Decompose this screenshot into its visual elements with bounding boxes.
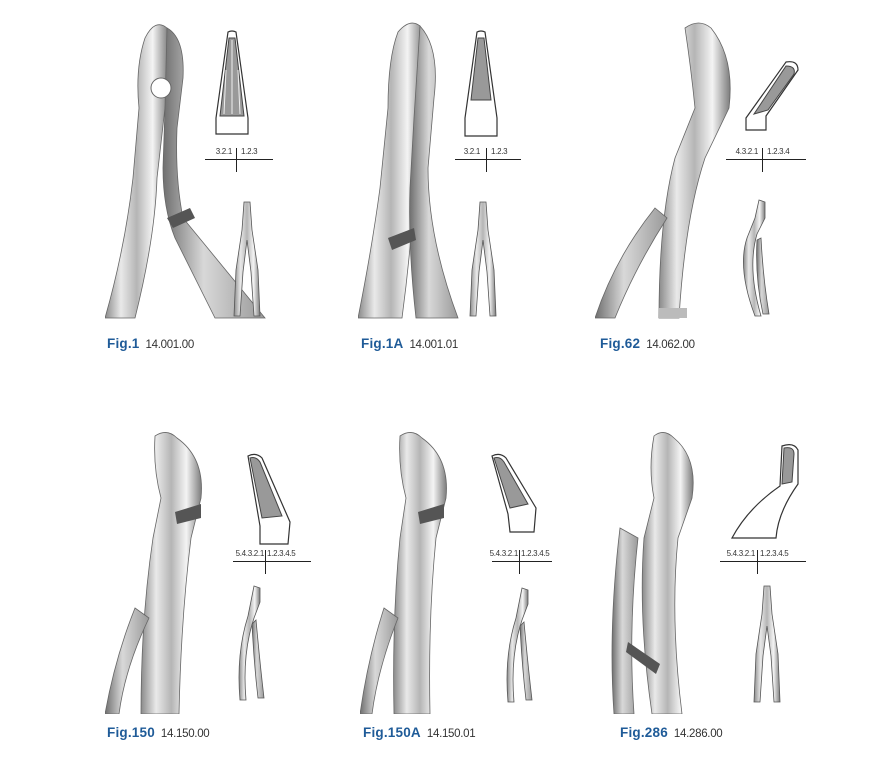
scale-right-label: 1.2.3 bbox=[241, 147, 258, 156]
forceps-thumbnail bbox=[743, 199, 770, 317]
tooth-position-scale: 5.4.3.2.1 1.2.3.4.5 bbox=[489, 549, 552, 574]
scale-left-label: 4.3.2.1 bbox=[735, 147, 759, 156]
product-code: 14.286.00 bbox=[673, 728, 723, 740]
scale-left-label: 5.4.3.2.1 bbox=[235, 549, 265, 558]
forceps-large-image bbox=[105, 24, 266, 319]
figure-label: Fig.1 bbox=[107, 336, 140, 351]
scale-right-label: 1.2.3.4.5 bbox=[760, 549, 789, 558]
product-code: 14.062.00 bbox=[646, 339, 695, 351]
product-code: 14.150.01 bbox=[426, 728, 476, 740]
figure-label: Fig.150A bbox=[363, 725, 421, 740]
figure-label: Fig.286 bbox=[620, 725, 668, 740]
tooth-position-scale: 4.3.2.1 1.2.3.4 bbox=[726, 147, 806, 172]
forceps-large-image bbox=[611, 432, 694, 714]
tooth-position-scale: 5.4.3.2.1 1.2.3.4.5 bbox=[233, 549, 311, 574]
forceps-large-image bbox=[360, 432, 447, 714]
scale-left-label: 3.2.1 bbox=[215, 147, 233, 156]
product-code: 14.150.00 bbox=[160, 728, 210, 740]
jaw-profile-diagram bbox=[215, 30, 249, 135]
tooth-position-scale: 5.4.3.2.1 1.2.3.4.5 bbox=[720, 549, 806, 574]
forceps-thumbnail bbox=[753, 585, 781, 703]
scale-left-label: 5.4.3.2.1 bbox=[489, 549, 519, 558]
jaw-profile-diagram bbox=[730, 444, 799, 539]
scale-right-label: 1.2.3.4.5 bbox=[521, 549, 550, 558]
forceps-large-image bbox=[595, 22, 731, 319]
tooth-position-scale: 3.2.1 1.2.3 bbox=[205, 147, 273, 172]
product-code: 14.001.01 bbox=[409, 339, 458, 351]
forceps-large-image bbox=[105, 432, 202, 714]
scale-right-label: 1.2.3 bbox=[491, 147, 508, 156]
jaw-profile-diagram bbox=[247, 453, 291, 545]
jaw-profile-diagram bbox=[464, 30, 498, 137]
scale-left-label: 3.2.1 bbox=[463, 147, 481, 156]
tooth-position-scale: 3.2.1 1.2.3 bbox=[455, 147, 521, 172]
forceps-thumbnail bbox=[506, 587, 533, 703]
jaw-profile-diagram bbox=[745, 61, 799, 131]
scale-right-label: 1.2.3.4 bbox=[767, 147, 790, 156]
jaw-profile-diagram bbox=[491, 453, 537, 533]
figure-label: Fig.62 bbox=[600, 336, 641, 351]
forceps-thumbnail bbox=[469, 201, 497, 317]
forceps-large-image bbox=[358, 22, 459, 319]
scale-left-label: 5.4.3.2.1 bbox=[726, 549, 756, 558]
forceps-thumbnail bbox=[238, 585, 265, 701]
figure-label: Fig.1A bbox=[361, 336, 404, 351]
figure-label: Fig.150 bbox=[107, 725, 155, 740]
product-code: 14.001.00 bbox=[145, 339, 195, 351]
forceps-thumbnail bbox=[233, 201, 261, 317]
scale-right-label: 1.2.3.4.5 bbox=[267, 549, 296, 558]
